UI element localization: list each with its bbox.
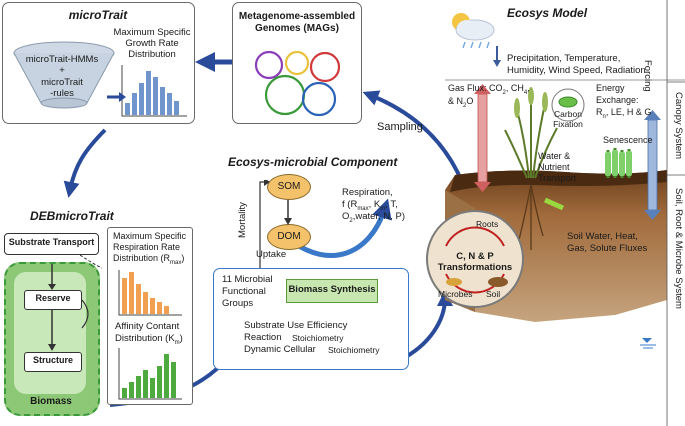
- mags-title-line1: Metagenome-assembled: [238, 11, 356, 22]
- dom-node: DOM: [267, 224, 311, 250]
- reserve-box: Reserve: [24, 290, 82, 310]
- soil-water-line1: Soil Water, Heat,: [567, 231, 638, 242]
- water-transport-line2: Nutrient: [538, 162, 570, 172]
- mags-title-line2: Genomes (MAGs): [255, 23, 339, 34]
- substrate-transport-box: Substrate Transport: [4, 233, 99, 255]
- forcing-text-line1: Precipitation, Temperature,: [507, 53, 621, 64]
- reaction-label: Reaction: [244, 332, 282, 343]
- uptake-label: Uptake: [256, 249, 287, 260]
- soil-side-label: Soil, Root & Microbe System: [673, 188, 684, 309]
- biomass-label: Biomass: [30, 396, 72, 407]
- affinity-line1: Affinity Contant: [115, 321, 180, 332]
- ecosys-model-title: Ecosys Model: [507, 6, 588, 20]
- resp-rate-line1: Maximum Specific: [113, 231, 187, 241]
- dynamic-stoich-label: Stoichiometry: [328, 345, 380, 355]
- reserve-label: Reserve: [35, 293, 71, 303]
- respiration-arrow: [288, 198, 392, 258]
- carbon-fixation-line1: Carbon: [554, 109, 582, 119]
- histogram-bars: [125, 71, 179, 115]
- growth-rate-line1: Maximum Specific: [113, 27, 191, 38]
- biomass-synthesis-box: Biomass Synthesis: [286, 279, 378, 303]
- resp-rate-histogram: [118, 270, 182, 316]
- groups-line1: 11 Microbial: [222, 274, 273, 285]
- transformations-circle: [426, 210, 524, 308]
- microbial-groups-panel: 11 Microbial Functional Groups Biomass S…: [213, 268, 409, 370]
- structure-box: Structure: [24, 352, 82, 372]
- gas-flux-label: Gas Flux: CO2, CH4,: [448, 83, 530, 96]
- structure-label: Structure: [32, 355, 73, 365]
- dynamic-label: Dynamic Cellular: [244, 344, 316, 355]
- roots-label: Roots: [476, 219, 499, 229]
- energy-exchange-line3: Rn, LE, H & G: [596, 107, 652, 120]
- water-table-icon: [640, 338, 656, 349]
- resp-rate-line3: Distribution (Rmax): [113, 253, 185, 266]
- sampling-label: Sampling: [377, 121, 423, 133]
- sue-label: Substrate Use Efficiency: [244, 320, 348, 331]
- soil-water-line2: Gas, Solute Fluxes: [567, 243, 648, 254]
- growth-rate-line3: Distribution: [128, 49, 176, 60]
- energy-exchange-line1: Energy: [596, 83, 625, 93]
- reserve-structure-arrows: [48, 264, 89, 351]
- microtrait-panel: microTrait microTrait-HMMs + microTrait …: [2, 2, 195, 124]
- biomass-cell: Reserve Structure Biomass: [4, 262, 100, 416]
- resp-rate-line2: Respiration Rate: [113, 242, 181, 252]
- microbes-label: Microbes: [438, 289, 473, 299]
- transform-line1: C, N & P: [456, 251, 494, 262]
- energy-exchange-line2: Exchange:: [596, 95, 639, 105]
- affinity-line2: Distribution (Km): [115, 333, 183, 346]
- reaction-stoich-label: Stoichiometry: [292, 333, 344, 343]
- senescence-label: Senescence: [603, 135, 653, 145]
- affinity-histogram: [118, 348, 182, 400]
- groups-line2: Functional: [222, 286, 266, 297]
- water-transport-line1: Water &: [538, 151, 571, 161]
- som-label: SOM: [277, 181, 301, 192]
- deb-dashed-arrows: [80, 254, 103, 269]
- substrate-transport-label: Substrate Transport: [8, 237, 95, 247]
- carbon-fixation-line2: Fixation: [553, 119, 583, 129]
- deb-distributions-panel: Maximum Specific Respiration Rate Distri…: [107, 227, 193, 405]
- som-node: SOM: [267, 174, 311, 200]
- biomass-synthesis-label: Biomass Synthesis: [288, 284, 376, 295]
- roots: [518, 184, 544, 250]
- groups-line3: Groups: [222, 298, 254, 309]
- debmicrotrait-title: DEBmicroTrait: [30, 209, 114, 223]
- bowl-to-hist-arrow: [107, 92, 126, 102]
- mortality-label: Mortality: [237, 202, 248, 238]
- microtrait-rules-line1: microTrait: [41, 77, 83, 88]
- gas-flux-arrow: [477, 93, 488, 183]
- som-dom-arrows: [259, 180, 292, 275]
- microtrait-title: microTrait: [68, 8, 128, 22]
- mags-circles-icon: [254, 50, 341, 117]
- respiration-line1: Respiration,: [342, 187, 393, 198]
- plus-label: +: [59, 65, 65, 76]
- forcing-text-line2: Humidity, Wind Speed, Radiation: [507, 65, 646, 76]
- transform-line2: Transformations: [437, 262, 513, 273]
- growth-rate-histogram: [121, 65, 187, 117]
- canopy-side-label: Canopy System: [673, 92, 684, 160]
- microbial-component-title: Ecosys-microbial Component: [228, 155, 398, 169]
- energy-exchange-arrow: [647, 119, 658, 211]
- microtrait-rules-line2: -rules: [50, 88, 74, 99]
- microtrait-hmms-label: microTrait-HMMs: [25, 54, 99, 65]
- forcing-side-label: Forcing: [642, 60, 653, 92]
- dom-label: DOM: [277, 231, 301, 242]
- growth-rate-line2: Growth Rate: [125, 38, 179, 49]
- cloud-sun-rain-icon: [452, 13, 495, 49]
- leaf-chloroplast-icon: [551, 88, 585, 122]
- mags-panel: Metagenome-assembled Genomes (MAGs): [232, 2, 362, 124]
- microtrait-to-deb-arrow: [63, 128, 107, 198]
- water-transport-arrow: [543, 197, 565, 211]
- gas-flux-label-line2: & N2O: [448, 96, 474, 109]
- bowl-icon: [13, 41, 115, 109]
- water-transport-line3: Transport: [538, 173, 577, 183]
- respiration-line2: f (Rmax, Km, T,: [342, 199, 398, 212]
- soil-label: Soil: [486, 289, 501, 299]
- respiration-line3: O2,water, N, P): [342, 211, 405, 224]
